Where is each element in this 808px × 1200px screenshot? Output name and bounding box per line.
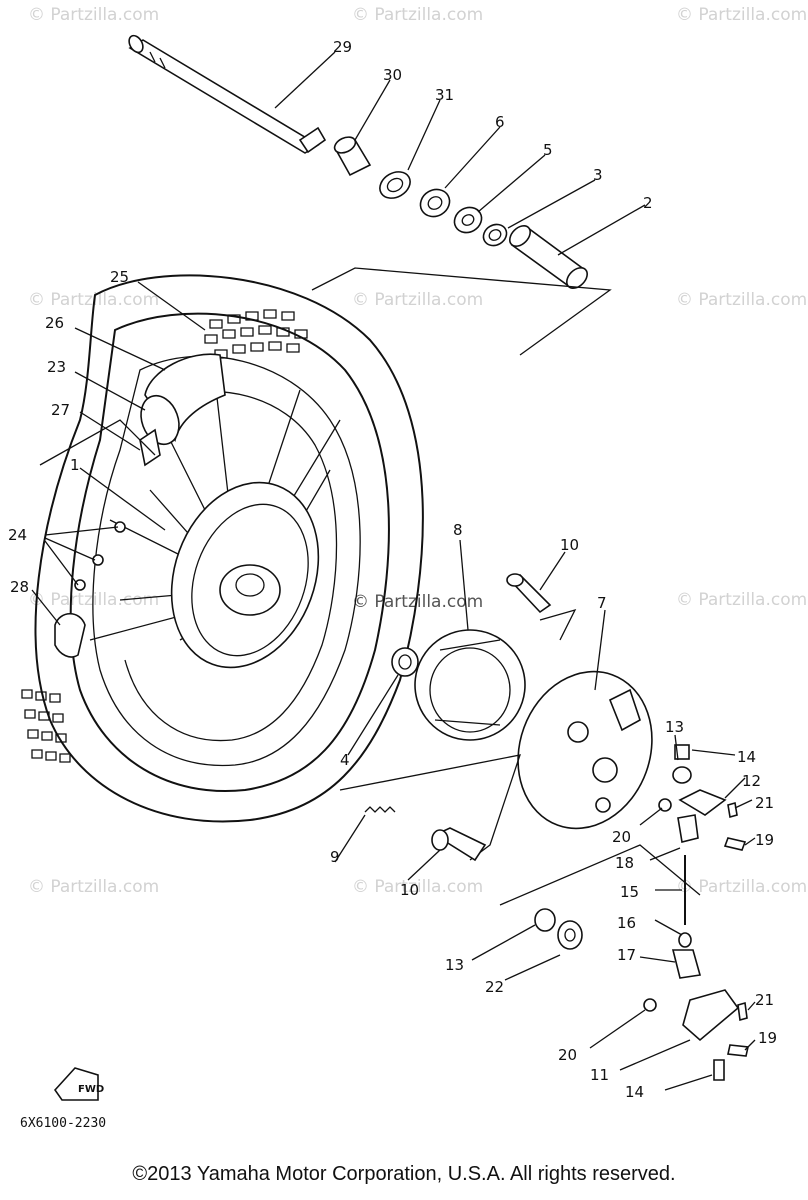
bearing-part <box>419 188 451 218</box>
callout-24: 24 <box>8 526 27 544</box>
diagram-code: 6X6100-2230 <box>20 1116 106 1131</box>
watermark: © Partzilla.com <box>28 877 159 897</box>
callout-14-lower: 14 <box>625 1083 644 1101</box>
tire-section-part <box>54 612 86 658</box>
callout-26: 26 <box>45 314 64 332</box>
leader-lines <box>31 51 756 1091</box>
callout-22: 22 <box>485 978 504 996</box>
watermark: © Partzilla.com <box>28 590 159 610</box>
callout-25: 25 <box>110 268 129 286</box>
callout-4: 4 <box>340 751 350 769</box>
callout-12: 12 <box>742 772 761 790</box>
bearing-part-4 <box>391 647 419 677</box>
oil-seal-part <box>379 171 411 199</box>
forward-marker-label: FWD <box>78 1084 104 1095</box>
spring-part <box>364 806 396 813</box>
axle-part <box>128 34 327 154</box>
washer-part <box>534 908 556 932</box>
callout-31: 31 <box>435 86 454 104</box>
circlip-part <box>482 223 508 247</box>
brake-cam-part-2 <box>431 827 487 862</box>
callout-28: 28 <box>10 578 29 596</box>
collar-part <box>333 136 372 177</box>
tread-blocks-top <box>204 309 308 359</box>
bearing-part-2 <box>453 206 483 234</box>
callout-18: 18 <box>615 854 634 872</box>
callout-10-lower: 10 <box>400 881 419 899</box>
watermark: © Partzilla.com <box>352 290 483 310</box>
brake-cam-part <box>506 573 552 614</box>
brake-shoe-part <box>414 629 526 741</box>
callout-21-upper: 21 <box>755 794 774 812</box>
callout-8: 8 <box>453 521 463 539</box>
callout-10-upper: 10 <box>560 536 579 554</box>
watermark: © Partzilla.com <box>28 5 159 25</box>
callout-3: 3 <box>593 166 603 184</box>
callout-23: 23 <box>47 358 66 376</box>
callout-15: 15 <box>620 883 639 901</box>
camshaft-lever-linkage <box>643 744 749 1081</box>
spoke-nipples <box>74 521 126 591</box>
spacer-part <box>509 225 588 289</box>
callout-30: 30 <box>383 66 402 84</box>
callout-11: 11 <box>590 1066 609 1084</box>
watermark: © Partzilla.com <box>676 5 807 25</box>
wheel-assembly <box>21 274 424 823</box>
callout-5: 5 <box>543 141 553 159</box>
tread-blocks-bottom <box>21 689 71 763</box>
callout-27: 27 <box>51 401 70 419</box>
callout-1: 1 <box>70 456 80 474</box>
callout-2: 2 <box>643 194 653 212</box>
callout-19-upper: 19 <box>755 831 774 849</box>
callout-21-lower: 21 <box>755 991 774 1009</box>
copyright-notice: ©2013 Yamaha Motor Corporation, U.S.A. A… <box>132 1163 676 1185</box>
watermark: © Partzilla.com <box>352 5 483 25</box>
seal-part <box>557 920 583 950</box>
callout-20-upper: 20 <box>612 828 631 846</box>
callout-9: 9 <box>330 848 340 866</box>
callout-20-lower: 20 <box>558 1046 577 1064</box>
callout-13-upper: 13 <box>665 718 684 736</box>
forward-marker: FWD <box>53 1067 104 1101</box>
callout-19-lower: 19 <box>758 1029 777 1047</box>
callout-16: 16 <box>617 914 636 932</box>
brake-plate-part <box>517 670 653 830</box>
callout-17: 17 <box>617 946 636 964</box>
hub <box>170 481 320 669</box>
watermark: © Partzilla.com <box>352 877 483 897</box>
callout-7: 7 <box>597 594 607 612</box>
callout-13-lower: 13 <box>445 956 464 974</box>
callout-labels: 29 30 31 6 5 3 2 25 26 23 27 1 24 28 8 1… <box>8 38 777 1101</box>
watermark: © Partzilla.com <box>676 877 807 897</box>
watermark: © Partzilla.com <box>676 290 807 310</box>
callout-14-upper: 14 <box>737 748 756 766</box>
callout-29: 29 <box>333 38 352 56</box>
valve-part <box>139 428 161 467</box>
watermark: © Partzilla.com <box>676 590 807 610</box>
callout-6: 6 <box>495 113 505 131</box>
